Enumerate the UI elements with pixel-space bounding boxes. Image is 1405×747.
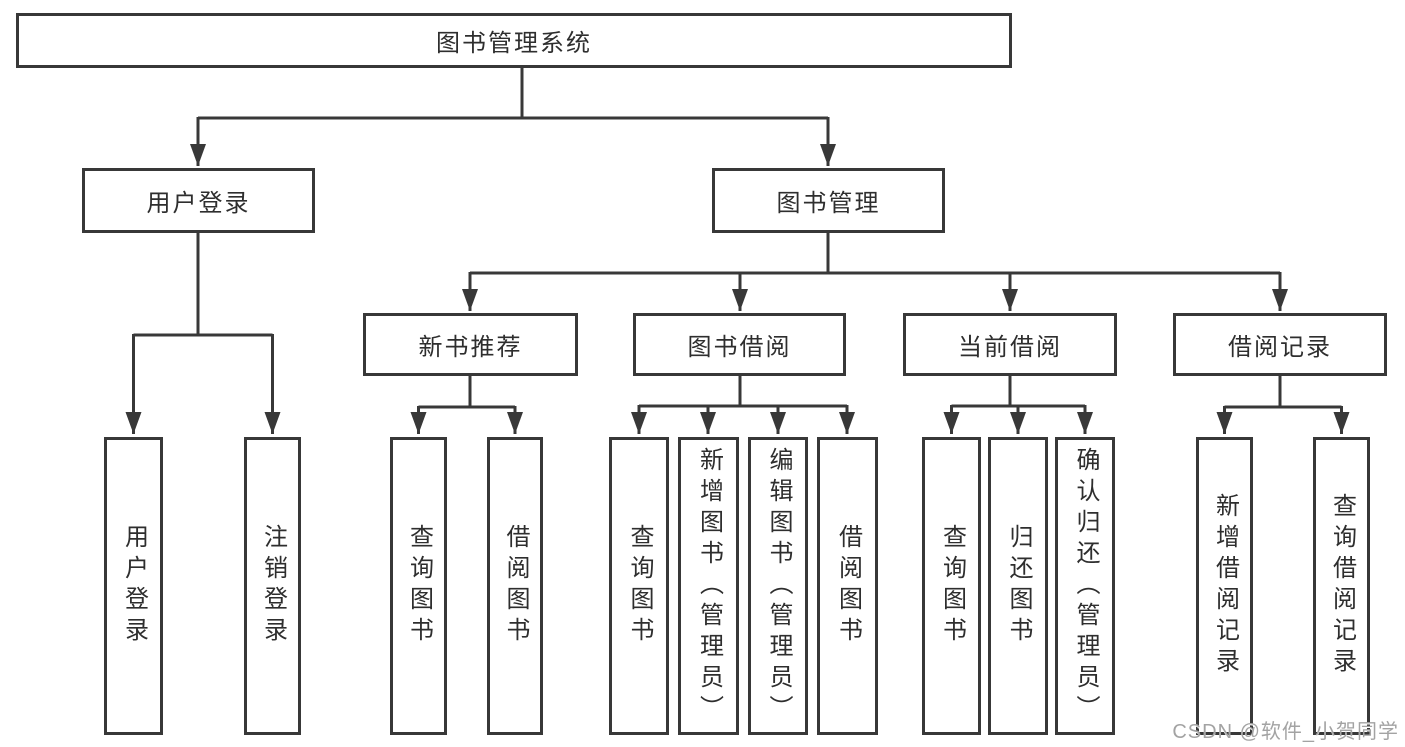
node-borrowing-records: 借阅记录 [1173, 313, 1387, 376]
node-label: 图书管理系统 [436, 30, 592, 57]
leaf-query-borrow-record: 查询借阅记录 [1313, 437, 1370, 735]
leaf-add-books-admin: 新增图书（管理员） [678, 437, 739, 735]
leaf-query-books-current: 查询图书 [922, 437, 981, 735]
leaf-query-books-borrow: 查询图书 [609, 437, 669, 735]
leaf-edit-books-admin: 编辑图书（管理员） [748, 437, 808, 735]
node-label: 查询借阅记录 [1328, 493, 1356, 679]
leaf-logout: 注销登录 [244, 437, 301, 735]
node-label: 用户登录 [120, 524, 148, 648]
leaf-user-login: 用户登录 [104, 437, 163, 735]
node-user-login: 用户登录 [82, 168, 315, 233]
leaf-query-books-recommend: 查询图书 [390, 437, 447, 735]
node-label: 注销登录 [259, 524, 287, 648]
node-label: 查询图书 [938, 524, 966, 648]
node-label: 新增借阅记录 [1211, 493, 1239, 679]
node-label: 借阅记录 [1228, 334, 1332, 361]
node-label: 归还图书 [1005, 524, 1032, 648]
node-label: 查询图书 [405, 524, 433, 648]
connector-edges [125, 68, 1350, 434]
leaf-return-books: 归还图书 [988, 437, 1048, 735]
leaf-add-borrow-record: 新增借阅记录 [1196, 437, 1253, 735]
node-label: 图书管理 [776, 190, 881, 217]
node-label: 借阅图书 [502, 524, 529, 648]
node-current-borrowing: 当前借阅 [903, 313, 1117, 376]
node-label: 图书借阅 [687, 334, 792, 361]
node-label: 用户登录 [146, 190, 251, 217]
node-library-management-system: 图书管理系统 [16, 13, 1012, 68]
leaf-borrow-books-recommend: 借阅图书 [487, 437, 543, 735]
node-new-book-recommendation: 新书推荐 [363, 313, 578, 376]
node-label: 编辑图书（管理员） [765, 446, 792, 726]
node-book-borrowing: 图书借阅 [633, 313, 846, 376]
node-label: 新书推荐 [418, 334, 523, 361]
leaf-borrow-books: 借阅图书 [817, 437, 878, 735]
node-label: 查询图书 [626, 524, 653, 648]
node-label: 新增图书（管理员） [695, 446, 723, 726]
node-book-management: 图书管理 [712, 168, 945, 233]
watermark-text: CSDN @软件_小贺同学 [1172, 721, 1399, 743]
leaf-confirm-return-admin: 确认归还（管理员） [1055, 437, 1115, 735]
node-label: 当前借阅 [958, 334, 1062, 361]
node-label: 确认归还（管理员） [1072, 446, 1099, 726]
node-label: 借阅图书 [834, 524, 862, 648]
